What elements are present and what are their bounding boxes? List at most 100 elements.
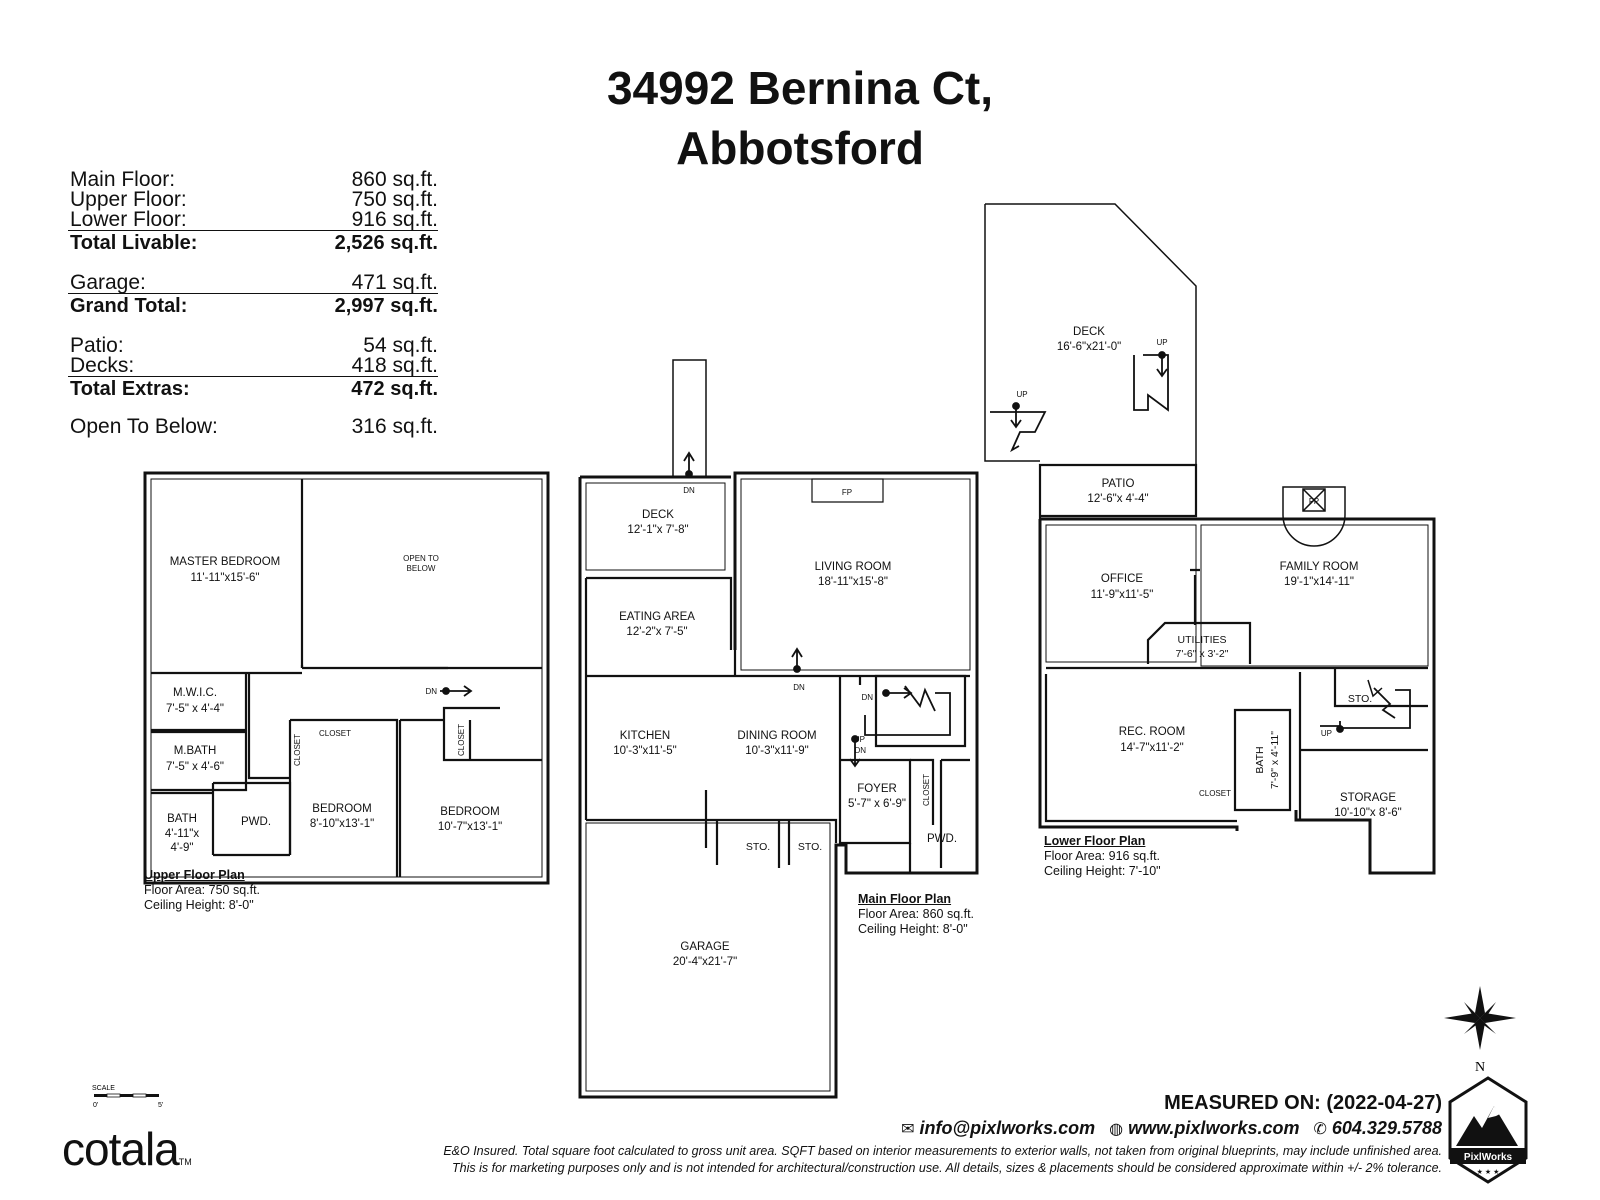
room-dimensions: 7'-6" x 3'-2" — [1176, 648, 1229, 660]
summary-value: 2,526 sq.ft. — [334, 232, 438, 254]
room-name: PWD. — [927, 833, 957, 845]
room-name: M.BATH — [174, 745, 217, 757]
summary-open-to-below: Open To Below: 316 sq.ft. — [68, 415, 438, 438]
scale-bar: SCALE 0' 5' — [92, 1085, 163, 1109]
room-name: GARAGE — [680, 941, 730, 953]
room-name: CLOSET — [457, 724, 466, 756]
lower-floor-info: Lower Floor Plan Floor Area: 916 sq.ft. … — [1044, 834, 1161, 879]
room-name: KITCHEN — [620, 730, 670, 742]
contact-phone[interactable]: ✆604.329.5788 — [1313, 1118, 1442, 1139]
room-name: BATH — [1254, 746, 1266, 773]
summary-row: Decks:418 sq.ft. — [68, 354, 438, 377]
contact-website[interactable]: ◍www.pixlworks.com — [1109, 1118, 1299, 1139]
room-name: REC. ROOM — [1119, 726, 1185, 738]
room-dimensions: 12'-6"x 4'-4" — [1087, 493, 1148, 505]
room-dimensions: 14'-7"x11'-2" — [1120, 742, 1184, 754]
room-name: OPEN TO — [403, 554, 439, 563]
ceiling-height: Ceiling Height: 8'-0" — [858, 922, 968, 936]
summary-label: Total Extras: — [70, 378, 190, 400]
summary-total-extras: Total Extras: 472 sq.ft. — [68, 376, 438, 400]
summary-row: Patio:54 sq.ft. — [68, 334, 438, 357]
summary-row: Main Floor: 860 sq.ft. — [68, 168, 438, 191]
summary-value: 860 sq.ft. — [351, 168, 438, 191]
room-dimensions: 4'-11"x — [165, 828, 199, 840]
summary-value: 2,997 sq.ft. — [334, 295, 438, 317]
room-dimensions: 8'-10"x13'-1" — [310, 818, 374, 830]
summary-label: Main Floor: — [70, 168, 176, 191]
room-dimensions: 10'-3"x11'-9" — [745, 745, 809, 757]
upper-floor-info: Upper Floor Plan Floor Area: 750 sq.ft. … — [144, 868, 260, 913]
room-name: DECK — [1073, 326, 1105, 338]
summary-value: 916 sq.ft. — [351, 208, 438, 231]
scale-start: 0' — [93, 1102, 98, 1109]
stair-label: UP — [1156, 338, 1167, 347]
stair-label: DN — [683, 486, 695, 495]
area-summary: Main Floor: 860 sq.ft. Upper Floor:750 sq… — [68, 168, 438, 438]
lower-fireplace — [1282, 486, 1346, 547]
room-dimensions: 7'-5" x 4'-4" — [166, 703, 224, 715]
main-floor-info: Main Floor Plan Floor Area: 860 sq.ft. C… — [858, 892, 974, 937]
floor-area: Floor Area: 750 sq.ft. — [144, 883, 261, 897]
stair-label: UP — [1016, 390, 1027, 399]
room-name: BEDROOM — [440, 806, 499, 818]
room-dimensions: 18'-11"x15'-8" — [818, 576, 888, 588]
summary-value: 418 sq.ft. — [351, 354, 438, 377]
room-dimensions: 11'-9"x11'-5" — [1091, 589, 1154, 601]
plan-title: Upper Floor Plan — [144, 868, 245, 882]
ceiling-height: Ceiling Height: 8'-0" — [144, 898, 254, 912]
room-name: BEDROOM — [312, 803, 371, 815]
globe-icon: ◍ — [1109, 1121, 1124, 1138]
room-name: LIVING ROOM — [815, 561, 892, 573]
upper-floor-walls — [143, 471, 550, 885]
room-name: MASTER BEDROOM — [170, 556, 281, 568]
brand-trademark: TM — [178, 1157, 192, 1167]
disclaimer-line-1: E&O Insured. Total square foot calculate… — [443, 1144, 1442, 1158]
room-name: DINING ROOM — [737, 730, 816, 742]
summary-row: Upper Floor:750 sq.ft. — [68, 189, 438, 210]
summary-label: Lower Floor: — [70, 208, 187, 231]
email-text: info@pixlworks.com — [919, 1118, 1096, 1138]
summary-label: Open To Below: — [70, 415, 218, 438]
summary-total-livable: Total Livable: 2,526 sq.ft. — [68, 230, 438, 254]
summary-label: Total Livable: — [70, 232, 198, 254]
upper-room-labels: MASTER BEDROOM 11'-11"x15'-6" OPEN TO BE… — [165, 554, 502, 854]
room-name: BELOW — [407, 564, 436, 573]
room-dimensions: 11'-11"x15'-6" — [190, 572, 259, 584]
main-floor-walls — [578, 359, 979, 1099]
address-line-1: 34992 Bernina Ct, — [606, 62, 994, 114]
main-room-labels: DECK 12'-1"x 7'-8" DN FP LIVING ROOM 18'… — [613, 486, 957, 968]
room-dimensions: 12'-2"x 7'-5" — [626, 626, 687, 638]
page-title: 34992 Bernina Ct, Abbotsford — [0, 58, 1600, 178]
room-name: PATIO — [1102, 478, 1135, 490]
floor-area: Floor Area: 860 sq.ft. — [858, 907, 975, 921]
room-dimensions: 10'-7"x13'-1" — [438, 821, 502, 833]
compass-rose-icon: N — [1444, 986, 1516, 1075]
room-name: BATH — [167, 813, 197, 825]
pixlworks-logo-icon: PixlWorks ★ ★ ★ — [1448, 1076, 1528, 1184]
room-name: FAMILY ROOM — [1280, 561, 1359, 573]
room-name: STO. — [798, 841, 822, 853]
room-dimensions: 7'-5" x 4'-6" — [166, 761, 224, 773]
phone-icon: ✆ — [1313, 1121, 1327, 1138]
stair-label: DN — [861, 693, 873, 702]
contact-email[interactable]: ✉info@pixlworks.com — [901, 1118, 1095, 1139]
summary-value: 316 sq.ft. — [351, 415, 438, 438]
lower-floor-walls — [984, 203, 1436, 875]
stair-label: DN — [793, 683, 805, 692]
stair-markers — [440, 351, 1411, 768]
room-dimensions: 4'-9" — [171, 842, 194, 854]
summary-label: Patio: — [70, 334, 124, 357]
room-dimensions: 10'-10"x 8'-6" — [1334, 807, 1402, 819]
room-dimensions: 19'-1"x14'-11" — [1284, 576, 1354, 588]
stair-label: UP — [1321, 729, 1332, 738]
summary-value: 472 sq.ft. — [351, 378, 438, 400]
address-line-2: Abbotsford — [676, 122, 924, 174]
scale-end: 5' — [158, 1102, 163, 1109]
summary-row: Lower Floor: 916 sq.ft. — [68, 208, 438, 231]
summary-grand-total: Grand Total:2,997 sq.ft. — [68, 293, 438, 317]
room-dimensions: 7'-9" x 4'-11" — [1269, 731, 1281, 789]
stair-label: DN — [854, 746, 866, 755]
plan-title: Main Floor Plan — [858, 892, 952, 906]
room-name: DECK — [642, 509, 674, 521]
